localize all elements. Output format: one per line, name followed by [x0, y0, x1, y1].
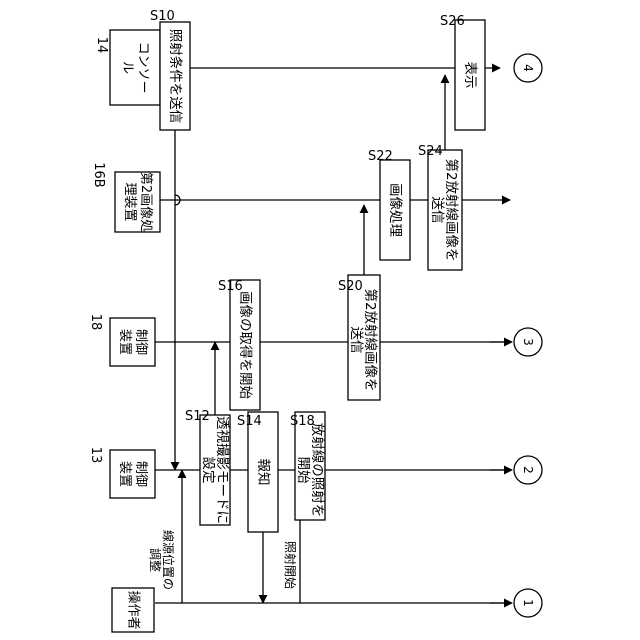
step-s18-id: S18 — [290, 414, 315, 429]
msg-start-label: 照射開始 — [283, 541, 298, 589]
step-s18-text-2: 開始 — [295, 457, 311, 484]
head-c13-ref: 13 — [88, 447, 103, 464]
step-s24-id: S24 — [418, 144, 443, 159]
connector-4-label: 4 — [521, 64, 535, 72]
head-console-label-2: ル — [120, 61, 135, 74]
head-img-label-2: 理装置 — [122, 182, 137, 221]
msg-adjust-label-1: 線源位置の — [161, 530, 176, 590]
head-c13-label-2: 装置 — [117, 461, 132, 487]
connector-2-label: 2 — [521, 466, 535, 474]
head-c13-label-1: 制御 — [133, 461, 148, 487]
step-s10-id: S10 — [150, 9, 175, 24]
head-img-ref: 16B — [91, 162, 106, 187]
head-c18-ref: 18 — [88, 314, 103, 331]
step-s14-text: 報知 — [255, 459, 272, 486]
step-s10-text: 照射条件を送信 — [167, 29, 184, 124]
head-console-ref: 14 — [94, 37, 109, 54]
head-c18-label-1: 制御 — [133, 329, 148, 355]
step-s14-id: S14 — [237, 414, 262, 429]
step-s16-text: 画像の取得を開始 — [237, 291, 254, 399]
head-img-label-1: 第2画像処 — [138, 172, 153, 232]
connector-1-label: 1 — [521, 599, 535, 607]
step-s20-text-2: 送信 — [348, 327, 364, 354]
step-s12-id: S12 — [185, 409, 210, 424]
step-s12-text-2: 設定 — [200, 457, 216, 484]
step-s24-text-2: 送信 — [429, 197, 445, 224]
msg-adjust-label-2: 調整 — [148, 548, 163, 572]
step-s22-text: 画像処理 — [387, 183, 403, 237]
step-s20-id: S20 — [338, 279, 363, 294]
head-c18-label-2: 装置 — [117, 329, 132, 355]
step-s16-id: S16 — [218, 279, 243, 294]
flow-layer: コンソール14第2画像処理装置16B制御装置18制御装置13操作者4321照射条… — [88, 9, 542, 632]
head-console-label-1: コンソー — [136, 41, 151, 93]
step-s26-id: S26 — [440, 14, 465, 29]
step-s22-id: S22 — [368, 149, 393, 164]
step-s26-text: 表示 — [462, 62, 478, 89]
connector-3-label: 3 — [521, 338, 535, 346]
head-operator-label: 操作者 — [126, 590, 142, 629]
